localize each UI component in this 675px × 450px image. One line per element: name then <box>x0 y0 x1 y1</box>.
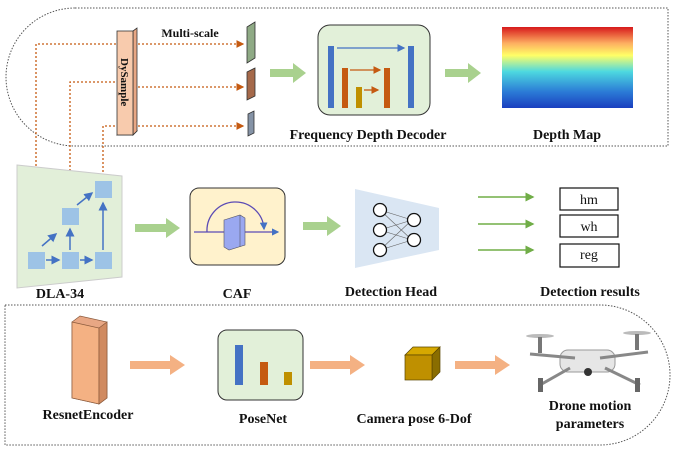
drone-label-line2: parameters <box>556 417 625 432</box>
drone-label-line1: Drone motion <box>549 399 632 414</box>
output-reg-label: reg <box>580 248 598 263</box>
dysample-block: DySample <box>116 27 138 136</box>
depth-map-label: Depth Map <box>533 128 601 143</box>
flow-arrows-orange <box>130 355 510 375</box>
multiscale-features <box>246 21 256 137</box>
drone-image <box>526 331 651 392</box>
dla34-label: DLA-34 <box>36 287 84 302</box>
output-reg: reg <box>559 243 620 268</box>
caf-module <box>189 187 286 266</box>
output-hm-label: hm <box>580 193 598 208</box>
output-wh: wh <box>559 214 619 238</box>
dla34-backbone <box>16 164 123 289</box>
depth-branch-region <box>5 7 669 147</box>
posenet-block <box>217 329 304 401</box>
detection-results-label: Detection results <box>540 285 640 300</box>
detection-head-label: Detection Head <box>345 285 437 300</box>
output-hm: hm <box>559 187 619 211</box>
frequency-depth-decoder <box>317 24 431 116</box>
flow-arrows-green <box>135 63 481 238</box>
depth-map-image <box>502 27 633 108</box>
pose-branch-region <box>4 304 671 446</box>
resnet-encoder-block <box>71 315 108 405</box>
resnet-encoder-label: ResnetEncoder <box>43 408 134 423</box>
camera-pose-label: Camera pose 6-Dof <box>356 412 471 427</box>
caf-label: CAF <box>223 287 252 302</box>
posenet-label: PoseNet <box>239 412 288 427</box>
detection-head <box>355 189 439 268</box>
dysample-label: DySample <box>118 58 130 106</box>
camera-pose-cube <box>404 346 441 381</box>
decoder-label: Frequency Depth Decoder <box>290 128 447 143</box>
output-wh-label: wh <box>580 220 597 235</box>
output-arrows <box>478 192 535 255</box>
multiscale-label: Multi-scale <box>161 26 219 40</box>
